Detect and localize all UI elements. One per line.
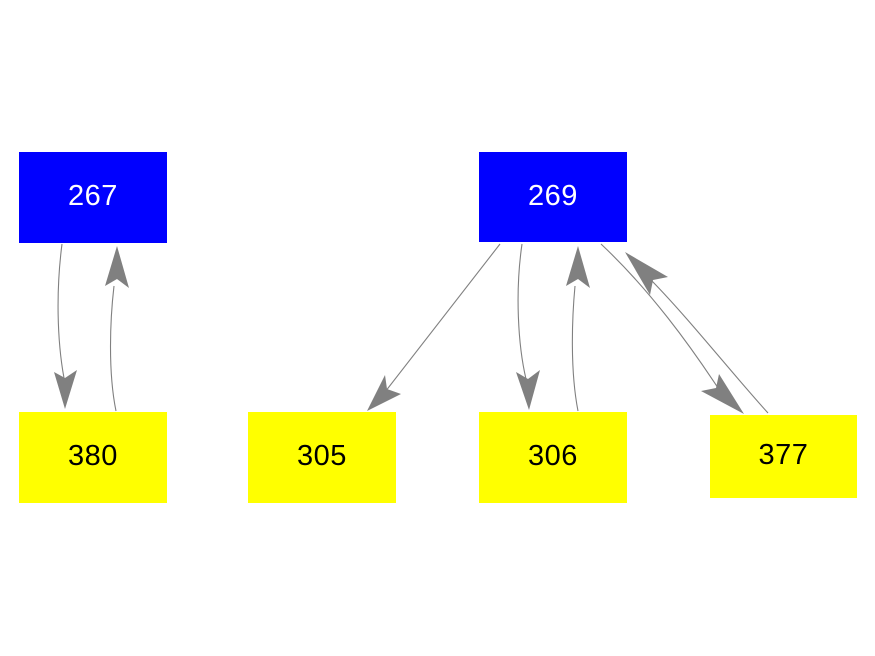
edge-269-to-305-arrowhead: [367, 375, 401, 411]
graph-node-267-label: 267: [68, 180, 118, 212]
edge-377-to-269-line: [651, 280, 769, 414]
edge-306-to-269: [566, 246, 590, 412]
edge-377-to-269: [625, 252, 769, 414]
edge-269-to-305-line: [384, 243, 501, 393]
edge-306-to-269-arrowhead: [566, 246, 590, 288]
edge-306-to-269-line: [571, 285, 579, 412]
graph-node-269[interactable]: 269: [479, 152, 627, 242]
edge-269-to-306: [516, 243, 540, 410]
graph-node-305-label: 305: [297, 440, 347, 472]
edge-267-to-380-arrowhead: [54, 370, 77, 409]
graph-node-305[interactable]: 305: [248, 412, 396, 503]
graph-node-377[interactable]: 377: [710, 415, 857, 498]
graph-node-306-label: 306: [528, 440, 578, 472]
edge-269-to-377: [600, 243, 744, 414]
edge-267-to-380-line: [57, 243, 65, 379]
graph-node-380-label: 380: [68, 440, 118, 472]
graph-node-377-label: 377: [758, 439, 809, 471]
edge-377-to-269-arrowhead: [625, 252, 668, 295]
graph-node-267[interactable]: 267: [19, 152, 167, 243]
edge-269-to-305: [367, 243, 501, 411]
edge-380-to-267: [105, 246, 129, 412]
edge-380-to-267-line: [109, 285, 117, 412]
graph-node-269-label: 269: [528, 179, 578, 212]
edge-269-to-306-line: [517, 243, 527, 380]
edge-269-to-306-arrowhead: [516, 370, 540, 410]
graph-node-306[interactable]: 306: [479, 412, 627, 503]
edge-269-to-377-arrowhead: [701, 374, 744, 414]
edge-269-to-377-line: [600, 243, 723, 395]
graph-node-380[interactable]: 380: [19, 412, 167, 503]
edge-267-to-380: [54, 243, 77, 409]
edge-380-to-267-arrowhead: [105, 246, 129, 288]
